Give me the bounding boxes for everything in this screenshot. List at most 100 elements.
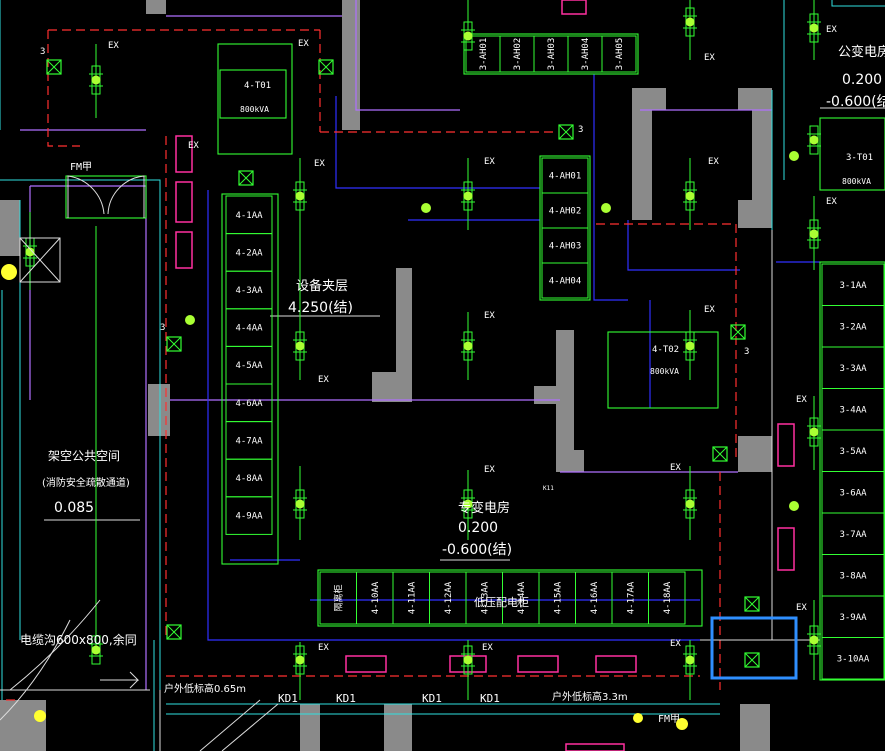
cabinet-cell[interactable] — [648, 571, 686, 625]
emergency-lamp[interactable] — [1, 264, 17, 280]
light-fixture[interactable] — [463, 191, 473, 201]
ex-label: EX — [708, 157, 719, 167]
walls — [0, 0, 772, 751]
cabinet-label: 4-16AA — [590, 581, 600, 614]
light-fixture[interactable] — [809, 229, 819, 239]
light-fixture[interactable] — [809, 635, 819, 645]
wall-panel[interactable] — [345, 655, 387, 673]
cabinet-label: 4-AH02 — [549, 207, 582, 217]
emergency-lamp[interactable] — [633, 713, 643, 723]
junction-box[interactable] — [166, 624, 182, 640]
light-fixture[interactable] — [685, 341, 695, 351]
ceiling-lamp[interactable] — [421, 203, 431, 213]
fixture-tick — [461, 339, 475, 353]
light-fixture[interactable] — [809, 135, 819, 145]
junction-box[interactable] — [166, 336, 182, 352]
wall-panel[interactable] — [565, 743, 625, 751]
light-fixture[interactable] — [91, 645, 101, 655]
light-fixture[interactable] — [463, 341, 473, 351]
ex-label: EX — [796, 395, 807, 405]
wall-panel[interactable] — [595, 655, 637, 673]
aa-row-frame — [317, 569, 703, 627]
cabinet-cell[interactable] — [541, 262, 589, 299]
ceiling-lamp[interactable] — [601, 203, 611, 213]
cabinet-cell[interactable] — [225, 496, 273, 535]
cabinet-label: 3-AH01 — [479, 38, 489, 71]
light-fixture[interactable] — [809, 427, 819, 437]
cabinet-label: 4-1AA — [235, 211, 263, 221]
text-labels: 设备夹层 4.250(结) 专变电房 0.200 -0.600(结) 公变电房 … — [20, 44, 885, 725]
ceiling-lamp[interactable] — [789, 151, 799, 161]
light-fixture[interactable] — [295, 655, 305, 665]
junction-box-cross — [238, 170, 254, 186]
ceiling-lamp[interactable] — [789, 501, 799, 511]
wall-panel[interactable] — [777, 527, 795, 571]
junction-box[interactable] — [318, 59, 334, 75]
fixture-tick — [807, 633, 821, 647]
ex-label: EX — [704, 305, 715, 315]
light-fixture[interactable] — [463, 655, 473, 665]
junction-box-cross — [730, 324, 746, 340]
cabinet-cell[interactable] — [601, 35, 637, 73]
wall-panel[interactable] — [175, 181, 193, 223]
transformer-3t01-id: 3-T01 — [846, 153, 873, 163]
wall — [0, 200, 20, 256]
junction-box-cross — [166, 336, 182, 352]
row-cabinet-note: 低压配电柜 — [474, 596, 529, 609]
wall — [384, 704, 412, 751]
wall — [148, 384, 170, 436]
ex-label: EX — [108, 41, 119, 51]
door[interactable] — [67, 175, 145, 218]
emergency-lamps — [1, 264, 688, 730]
wall-panel[interactable] — [175, 135, 193, 173]
fixture-tick — [683, 497, 697, 511]
light-fixture[interactable] — [685, 499, 695, 509]
ceiling-lamp[interactable] — [185, 315, 195, 325]
light-fixture[interactable] — [685, 655, 695, 665]
light-fixture[interactable] — [809, 23, 819, 33]
light-fixture[interactable] — [25, 247, 35, 257]
selected-element-highlight[interactable] — [710, 616, 798, 680]
cabinet-label: 3-3AA — [839, 364, 867, 374]
light-fixtures — [23, 7, 821, 675]
opening-left-note: 户外低标高0.65m — [164, 682, 246, 695]
door-left[interactable] — [19, 237, 61, 283]
light-fixture[interactable] — [685, 17, 695, 27]
transformer-4t01-box[interactable] — [217, 43, 293, 155]
light-fixture[interactable] — [685, 191, 695, 201]
light-fixture[interactable] — [295, 191, 305, 201]
junction-box[interactable] — [744, 652, 760, 668]
fixture-tick — [683, 15, 697, 29]
ex-label: EX — [796, 603, 807, 613]
emergency-lamp[interactable] — [676, 718, 688, 730]
emergency-lamp[interactable] — [34, 710, 46, 722]
ex-label: EX — [670, 463, 681, 473]
junction-box[interactable] — [46, 59, 62, 75]
wall-panel[interactable] — [517, 655, 559, 673]
substation-right-level1: 0.200 — [842, 72, 882, 88]
cabinet-cell[interactable] — [821, 637, 885, 680]
light-fixture[interactable] — [295, 341, 305, 351]
junction-box[interactable] — [744, 596, 760, 612]
wall-panel[interactable] — [777, 423, 795, 467]
light-fixture[interactable] — [463, 31, 473, 41]
junction-box[interactable] — [730, 324, 746, 340]
light-fixture[interactable] — [91, 75, 101, 85]
transformer-3t01-box[interactable] — [819, 117, 885, 191]
junction-box[interactable] — [238, 170, 254, 186]
transformer-4t02-box[interactable] — [607, 331, 719, 409]
outline-line — [0, 179, 161, 690]
cabinet-label: 3-AH03 — [547, 38, 557, 71]
wall — [0, 700, 46, 751]
wall-panel[interactable] — [561, 0, 587, 15]
aa-col-frame — [221, 193, 279, 565]
junction-box[interactable] — [558, 124, 574, 140]
light-fixture[interactable] — [295, 499, 305, 509]
cabinet-label: 3-10AA — [837, 654, 870, 664]
cabinet-label: 4-11AA — [407, 581, 417, 614]
wall-panel[interactable] — [175, 231, 193, 269]
door-leaf — [67, 175, 105, 218]
light-fixture[interactable] — [463, 499, 473, 509]
junction-box[interactable] — [712, 446, 728, 462]
